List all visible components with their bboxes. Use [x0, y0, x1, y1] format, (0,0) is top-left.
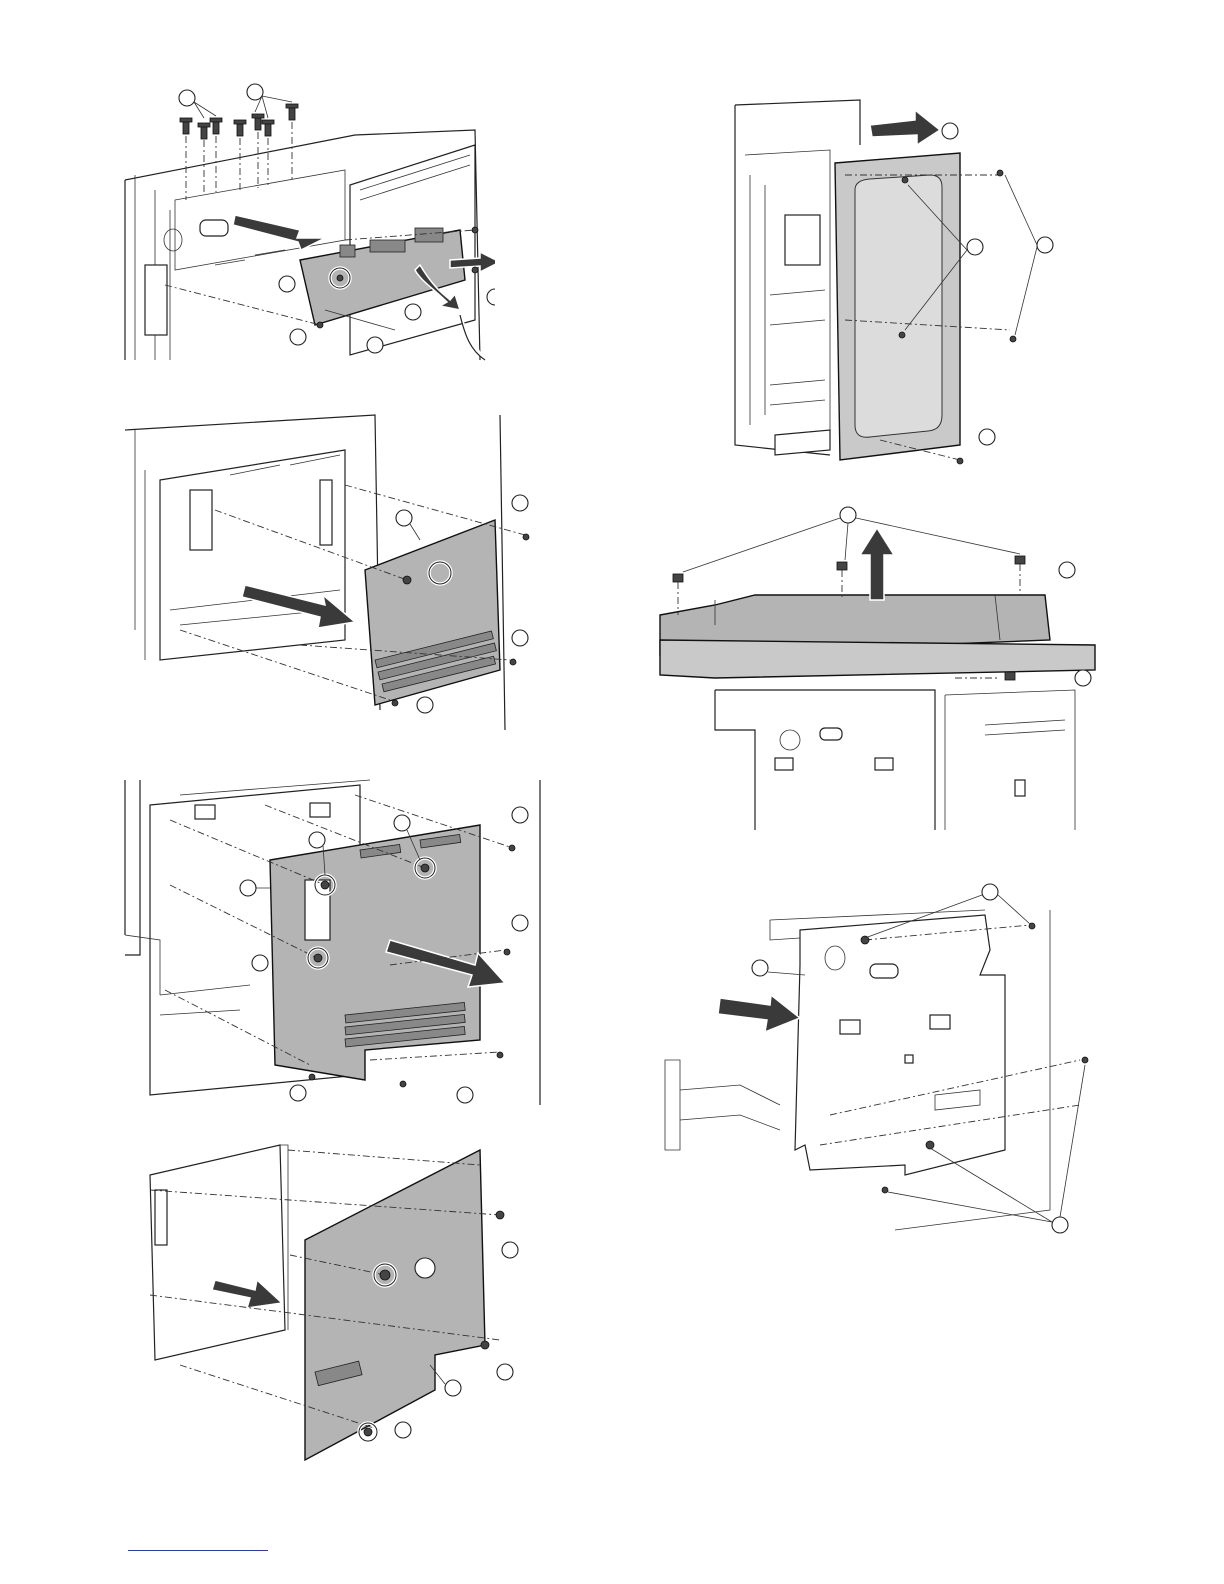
footer-rule [128, 1550, 268, 1551]
diagram-svg-1 [115, 80, 495, 370]
arrow-icon [212, 1280, 282, 1308]
arrow-icon [718, 995, 800, 1032]
arrow-icon [870, 110, 940, 145]
figure-connector-board-removal [115, 80, 495, 370]
diagram-svg-2 [120, 410, 540, 730]
figure-board-bracket-separation [140, 1140, 540, 1480]
side-slot [145, 265, 167, 335]
arrow-icon [860, 528, 894, 600]
diagram-svg-5 [730, 95, 1070, 475]
figure-frame-unit-removal [660, 880, 1090, 1260]
figure-board-removal-2 [120, 410, 540, 730]
arrow-icon [233, 215, 325, 250]
diagram-svg-4 [140, 1140, 540, 1480]
bracket-board [305, 1150, 485, 1460]
figure-rear-cover-removal [730, 95, 1070, 475]
diagram-svg-3 [120, 775, 550, 1115]
figure-main-board-removal [120, 775, 550, 1115]
figure-top-cover-removal [655, 500, 1105, 840]
diagram-svg-6 [655, 500, 1105, 840]
arrow-icon [242, 585, 355, 628]
frame-plate [795, 915, 1005, 1175]
diagram-svg-7 [660, 880, 1090, 1260]
